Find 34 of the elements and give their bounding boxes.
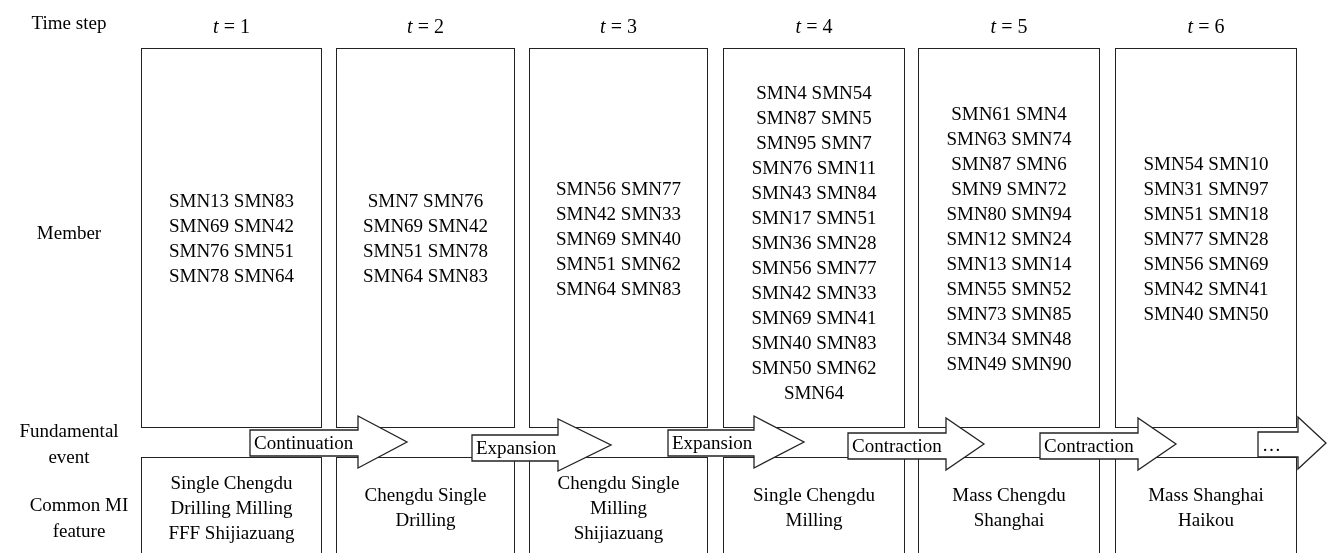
row-label: Fundamental event — [18, 419, 120, 469]
member-list: SMN61 SMN4 SMN63 SMN74 SMN87 SMN6 SMN9 SMN72 SMN80 SMN94 SMN12 SMN24 SMN13 SMN14 SMN55 SMN52 SMN73 SMN85 SMN34 SMN48 SMN49 SMN90 — [924, 100, 1094, 376]
block-arrow — [1039, 416, 1178, 472]
row-label: Time step — [30, 11, 108, 35]
time-step-heading: t = 1 — [212, 15, 251, 38]
feature-box: Mass Shanghai Haikou — [1115, 457, 1297, 553]
row-label: Common MI feature — [28, 493, 130, 543]
member-list: SMN7 SMN76 SMN69 SMN42 SMN51 SMN78 SMN64 SMN83 — [343, 188, 508, 288]
block-arrow — [847, 416, 986, 472]
feature-box: Chengdu Single Drilling — [336, 457, 515, 553]
event-label: Contraction — [1044, 434, 1134, 458]
event-label: Contraction — [852, 434, 942, 458]
block-arrow — [667, 414, 806, 470]
time-step-heading: t = 4 — [794, 15, 834, 38]
member-list: SMN4 SMN54 SMN87 SMN5 SMN95 SMN7 SMN76 SMN11 SMN43 SMN84 SMN17 SMN51 SMN36 SMN28 SMN56 SMN77 SMN42 SMN33 SMN69 SMN41 SMN40 SMN83 SMN50 SMN62 SMN64 — [729, 71, 899, 405]
member-list: SMN13 SMN83 SMN69 SMN42 SMN76 SMN51 SMN78 SMN64 — [151, 188, 312, 288]
event-label: Expansion — [476, 436, 557, 460]
member-list: SMN56 SMN77 SMN42 SMN33 SMN69 SMN40 SMN51 SMN62 SMN64 SMN83 — [536, 175, 701, 301]
event-label: Continuation — [254, 431, 354, 455]
feature-box: Chengdu Single Milling Shijiazuang — [529, 457, 708, 553]
block-arrow — [249, 414, 409, 470]
feature-box: Mass Chengdu Shanghai — [918, 457, 1100, 553]
event-label: … — [1262, 433, 1281, 457]
time-step-heading: t = 3 — [599, 15, 638, 38]
time-step-heading: t = 6 — [1186, 15, 1226, 38]
member-list: SMN54 SMN10 SMN31 SMN97 SMN51 SMN18 SMN77 SMN28 SMN56 SMN69 SMN42 SMN41 SMN40 SMN50 — [1126, 150, 1286, 326]
feature-box: Single Chengdu Drilling Milling FFF Shijiazuang — [141, 457, 322, 553]
event-label: Expansion — [672, 431, 753, 455]
feature-box: Single Chengdu Milling — [723, 457, 905, 553]
time-step-heading: t = 5 — [989, 15, 1029, 38]
time-step-heading: t = 2 — [406, 15, 445, 38]
row-label: Member — [35, 221, 103, 245]
block-arrow — [1257, 415, 1327, 471]
block-arrow — [471, 417, 613, 473]
